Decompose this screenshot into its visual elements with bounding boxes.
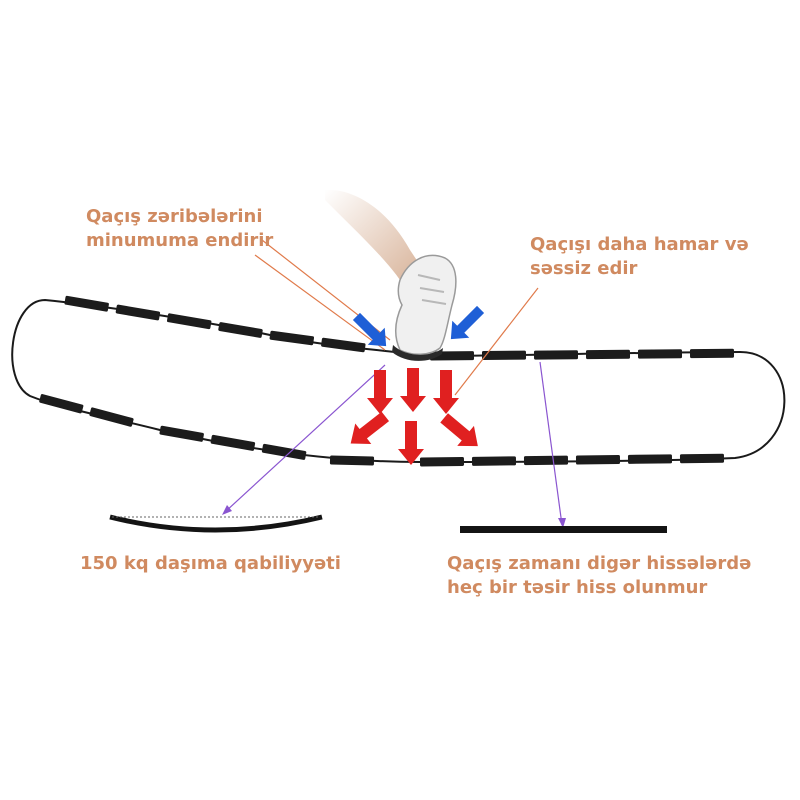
label-smoother-quieter-line-2: səssiz edir <box>530 258 638 279</box>
belt-top-slats <box>64 295 735 361</box>
belt-slat <box>533 350 579 360</box>
blue-arrow-icon <box>450 305 485 340</box>
label-smoother-quieter-line-1: Qaçışı daha hamar və <box>530 234 749 255</box>
belt-bottom-slats <box>39 394 725 467</box>
belt-slat <box>115 304 161 321</box>
leader-load <box>224 364 386 513</box>
label-no-effect-elsewhere-line-1: Qaçış zamanı digər hissələrdə <box>447 553 752 574</box>
blue-arrow-icon <box>352 312 387 347</box>
flexed-platform <box>109 514 323 533</box>
belt-slat <box>637 349 683 359</box>
red-arrow-icon-group <box>350 368 478 465</box>
belt-slat <box>575 455 621 465</box>
leader-lines-purple <box>222 361 566 528</box>
label-no-effect-elsewhere: Qaçış zamanı digər hissələrdə heç bir tə… <box>447 552 751 600</box>
belt-slat <box>471 456 517 466</box>
leader-impact-2 <box>254 254 386 351</box>
shoe-upper <box>394 254 457 355</box>
label-impact-reduction-line-1: Qaçış zəribələrini <box>86 206 263 227</box>
belt-slat <box>261 443 307 460</box>
belt-slat <box>419 456 465 467</box>
belt-slat <box>159 425 204 442</box>
leader-no-effect <box>539 361 563 526</box>
label-smoother-quieter: Qaçışı daha hamar və səssiz edir <box>530 233 749 281</box>
red-arrow-icon <box>433 370 459 414</box>
belt-slat <box>64 295 109 312</box>
label-impact-reduction-line-2: minumuma endirir <box>86 230 274 251</box>
leader-no-effect-arrowhead <box>558 518 566 528</box>
shoe-sole <box>392 345 443 361</box>
red-arrow-icon <box>400 368 426 412</box>
red-arrow-icon <box>398 421 424 465</box>
belt-slat <box>481 350 527 360</box>
label-impact-reduction: Qaçış zəribələrini minumuma endirir <box>86 205 273 253</box>
flat-platform <box>460 526 667 533</box>
blue-arrow-icon-group <box>352 305 485 347</box>
belt-slat <box>218 322 263 338</box>
belt-slat <box>627 454 673 464</box>
shoe-laces <box>417 274 447 305</box>
red-arrow-icon <box>367 370 393 414</box>
label-load-capacity-line-1: 150 kq daşıma qabiliyyəti <box>80 553 341 574</box>
belt-slat <box>523 455 569 466</box>
belt-slat <box>166 313 212 330</box>
red-arrow-icon <box>350 411 390 444</box>
label-no-effect-elsewhere-line-2: heç bir təsir hiss olunmur <box>447 577 708 598</box>
belt-slat <box>321 337 366 353</box>
belt-slat <box>39 394 84 414</box>
red-arrow-icon <box>440 413 478 447</box>
label-load-capacity: 150 kq daşıma qabiliyyəti <box>80 552 341 576</box>
belt-slat <box>210 434 256 451</box>
leg <box>325 189 418 280</box>
belt-slat <box>329 455 375 466</box>
belt-slat <box>89 407 134 427</box>
belt-slat <box>269 330 315 346</box>
running-shoe-icon <box>325 189 457 361</box>
leader-load-arrowhead <box>222 505 232 515</box>
belt-slat <box>689 348 735 359</box>
belt-slat <box>585 349 631 360</box>
leader-smooth <box>454 287 539 396</box>
belt-slat <box>679 453 725 464</box>
